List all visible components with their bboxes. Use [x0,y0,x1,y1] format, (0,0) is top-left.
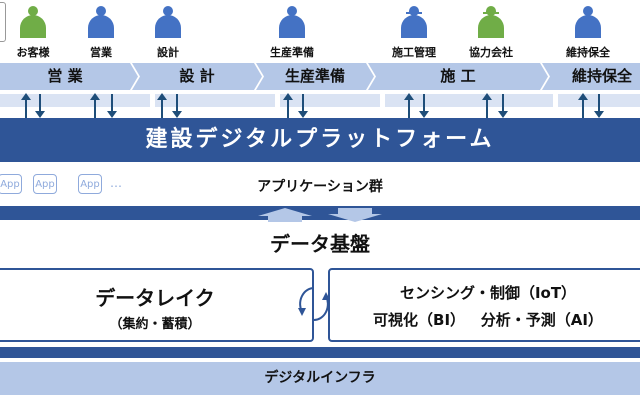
infra-divider [0,347,640,358]
data-lake-box: データレイク （集約・蓄積） [0,268,314,342]
person-icon [279,6,305,38]
digital-infra-band: デジタルインフラ [0,362,640,395]
cycle-icon [298,287,330,321]
person-icon [478,6,504,38]
apps-title: アプリケーション群 [257,179,383,195]
app-icon: App [0,174,22,194]
actor-label: お客様 [16,46,50,59]
stage-construction: 施 工 [368,63,548,90]
actor-label: 生産準備 [270,46,314,59]
data-lake-sub: （集約・蓄積） [109,317,201,332]
sub-band [385,94,553,107]
edge-box [0,2,6,42]
stage-maintenance: 維持保全 [542,63,640,90]
actor-label: 営業 [90,46,112,59]
stage-design: 設 計 [132,63,262,90]
platform-band: 建設デジタルプラットフォーム [0,118,640,162]
data-platform-title: データ基盤 [270,232,370,256]
data-lake-title: データレイク [95,286,215,310]
stage-preparation: 生産準備 [256,63,374,90]
person-icon [575,6,601,38]
visual-label: 可視化（BI） [373,311,466,329]
stage-sales: 営 業 [0,63,138,90]
actor-label: 設計 [157,46,179,59]
actor-label: 施工管理 [392,46,436,59]
more-apps: … [110,176,122,190]
exchange-arrows [21,93,604,120]
up-down-arrows-icon [258,208,382,222]
app-icon: App [78,174,102,194]
analysis-label: 分析・予測（AI） [480,311,603,329]
app-icon: App [33,174,57,194]
analytics-box: センシング・制御（IoT） 可視化（BI） 分析・予測（AI） [328,268,640,342]
person-icon [155,6,181,38]
sensing-label: センシング・制御（IoT） [399,284,577,302]
person-icon [20,6,46,38]
actor-label: 協力会社 [469,46,513,59]
person-icon [401,6,427,38]
actor-label: 維持保全 [566,46,610,59]
sub-band [280,94,380,107]
app-data-band [0,206,640,220]
sub-band [155,94,275,107]
person-icon [88,6,114,38]
